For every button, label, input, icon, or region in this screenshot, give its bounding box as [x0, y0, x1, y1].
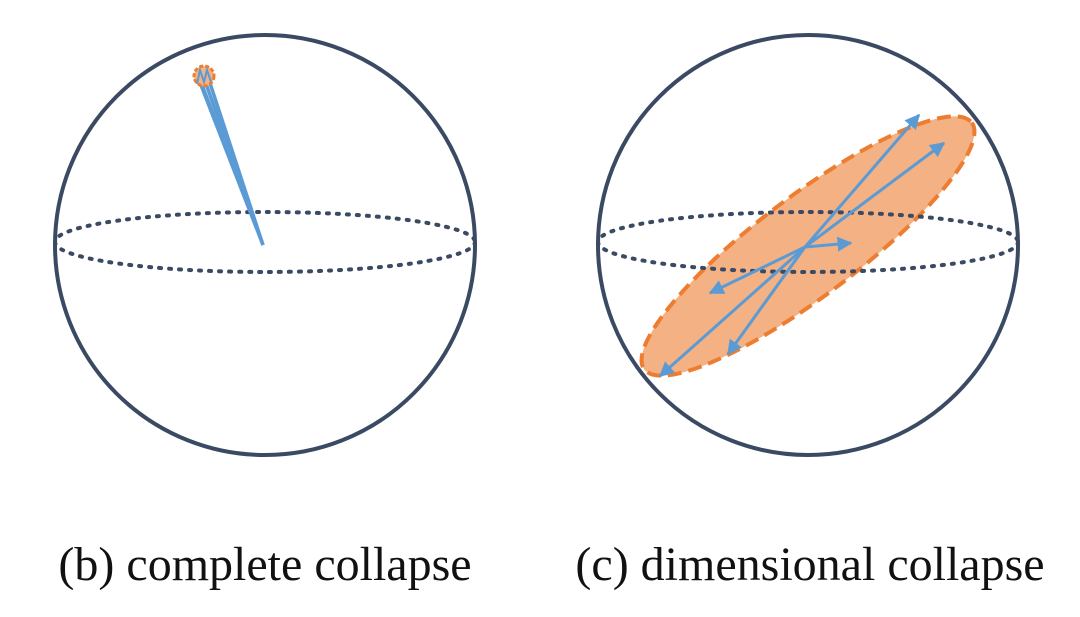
vector-c-3 [804, 236, 853, 252]
vector-c-2 [804, 141, 946, 249]
vector-b-4 [200, 83, 265, 246]
collapse-point-arrowheads-b [196, 66, 212, 86]
equator-c [596, 210, 1020, 274]
collapsed-vectors-b [197, 77, 265, 246]
equator-b [53, 210, 477, 274]
panel-complete-collapse [53, 33, 477, 457]
spread-vectors-c [658, 113, 946, 378]
panel-dimensional-collapse [596, 33, 1020, 457]
caption-complete-collapse: (b) complete collapse [58, 538, 472, 591]
vector-c-5 [658, 245, 806, 378]
vector-c-4 [708, 245, 806, 295]
caption-dimensional-collapse: (c) dimensional collapse [575, 538, 1045, 591]
sphere-outline-b [53, 33, 477, 457]
vector-c-1 [803, 113, 921, 248]
vector-c-6 [726, 246, 807, 356]
